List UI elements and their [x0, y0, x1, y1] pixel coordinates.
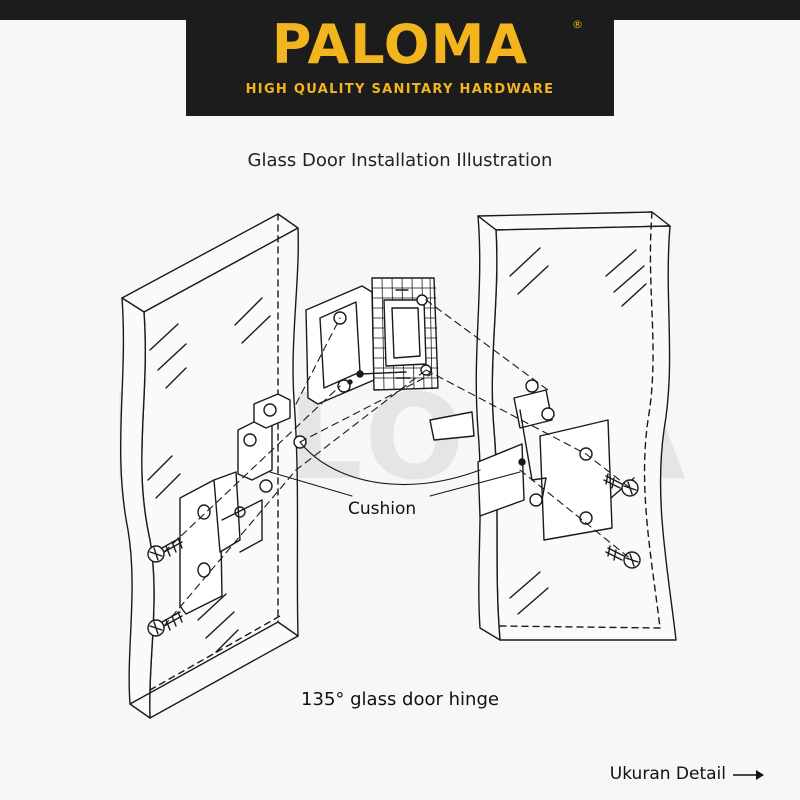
top-hinge-body — [305, 277, 439, 405]
hinge-caption: 135° glass door hinge — [301, 689, 499, 710]
cushion-leader-lines — [269, 441, 521, 497]
brand-name: PALOMA — [271, 13, 529, 76]
left-screws — [147, 537, 183, 637]
registered-mark: ® — [572, 18, 583, 31]
arrow-right-icon — [732, 767, 766, 781]
left-clamp-parts — [234, 393, 307, 518]
right-hinge-plate — [429, 379, 613, 541]
right-glass-panel — [475, 211, 677, 641]
detail-size-link[interactable]: Ukuran Detail — [610, 764, 766, 784]
assembly-guide-lines — [163, 299, 633, 627]
page-title: Glass Door Installation Illustration — [247, 150, 553, 171]
left-hinge-plate — [179, 471, 263, 615]
right-screws — [603, 473, 641, 569]
brand-tagline: HIGH QUALITY SANITARY HARDWARE — [245, 82, 555, 97]
cushion-label: Cushion — [346, 499, 419, 519]
detail-link-label: Ukuran Detail — [609, 764, 726, 784]
brand-logo: PALOMA ® HIGH QUALITY SANITARY HARDWARE — [186, 0, 614, 116]
